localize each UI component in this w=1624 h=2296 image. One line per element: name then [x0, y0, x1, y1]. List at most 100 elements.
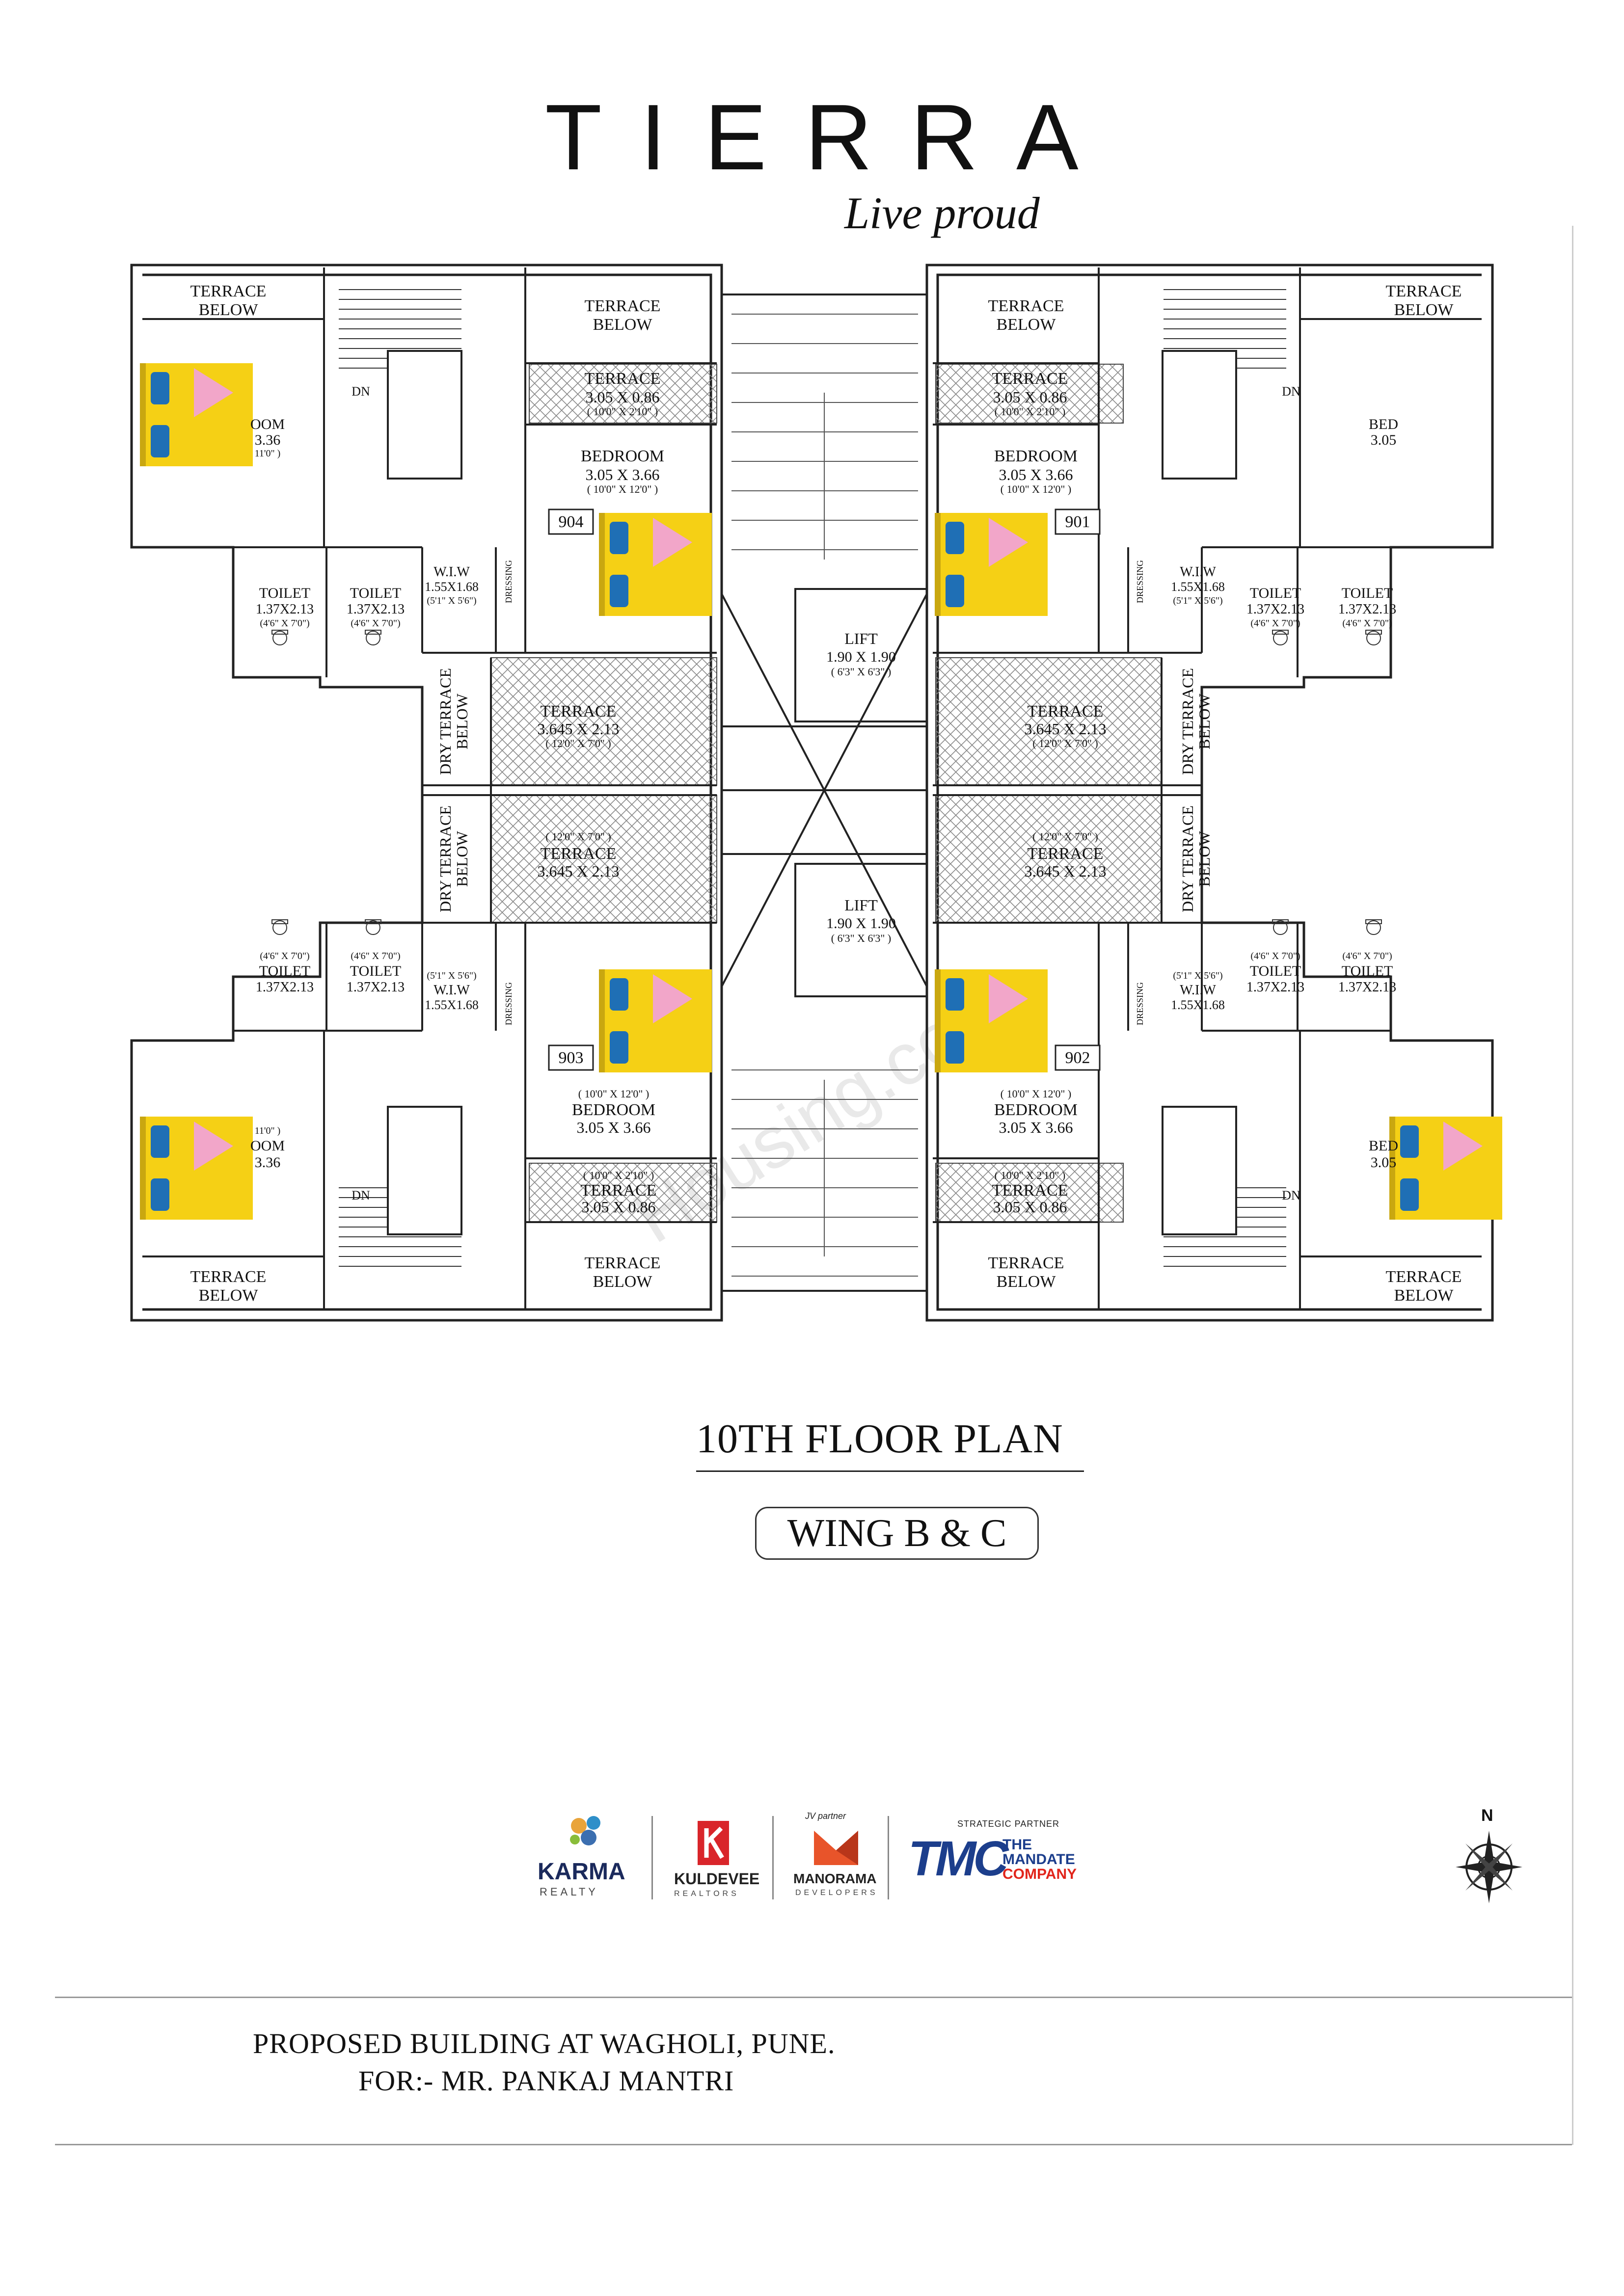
label-bedroom-dim-904: 3.05 X 3.66 — [585, 466, 659, 483]
label-terrace-large-ft-tr: ( 12'0" X 7'0" ) — [1032, 737, 1098, 749]
label-bedroom-901: BEDROOM — [994, 447, 1078, 465]
label-unit-904: 904 — [559, 513, 584, 531]
label-toilet-dim-tl-b: 1.37X2.13 — [347, 602, 405, 617]
label-toilet-bl-b: TOILET — [350, 963, 401, 979]
mandate-line-1: THE — [1002, 1837, 1032, 1853]
label-terrace-below-tl-1: TERRACE — [190, 282, 267, 300]
label-terrace-below-bc-1: TERRACE — [585, 1254, 661, 1272]
label-lift-dim-1: 1.90 X 1.90 — [826, 649, 896, 665]
label-terrace-large-bl: TERRACE — [541, 845, 617, 863]
label-toilet-dim-br-b: 1.37X2.13 — [1338, 980, 1396, 995]
label-dry-terrace-tr-1: DRY TERRACE — [1179, 668, 1196, 775]
manorama-name: MANORAMA — [793, 1871, 877, 1886]
label-wiw-tr: W.I.W — [1180, 564, 1216, 580]
page-border-right — [1572, 226, 1573, 2145]
label-terrace-dim-br: 3.05 X 0.86 — [993, 1198, 1067, 1216]
label-wiw-dim-br: 1.55X1.68 — [1171, 998, 1225, 1012]
label-bedroom-dim-partial-br: 3.05 — [1371, 1154, 1397, 1171]
label-toilet-ft-tr-b: (4'6" X 7'0") — [1342, 618, 1392, 629]
label-bedroom-partial-br: BED — [1369, 1138, 1398, 1154]
label-terrace-large-dim-tl: 3.645 X 2.13 — [537, 720, 619, 738]
label-wiw-dim-tl: 1.55X1.68 — [425, 580, 479, 594]
label-toilet-tr-b: TOILET — [1342, 585, 1393, 601]
plan-title-underline — [696, 1470, 1084, 1472]
tmc-mark: TMC — [908, 1831, 1009, 1886]
kuldevee-sub: REALTORS — [674, 1890, 739, 1898]
label-terrace-below-tc2-2: BELOW — [997, 316, 1056, 334]
label-terrace-large-dim-br: 3.645 X 2.13 — [1024, 862, 1106, 880]
label-terrace-bl: TERRACE — [581, 1181, 657, 1200]
label-toilet-tr-a: TOILET — [1250, 585, 1301, 601]
label-bedroom-dim-901: 3.05 X 3.66 — [999, 466, 1073, 483]
label-toilet-ft-br-b: (4'6" X 7'0") — [1342, 951, 1392, 961]
manorama-logo: JV partner MANORAMA DEVELOPERS — [790, 1811, 879, 1904]
label-dressing-tr: DRESSING — [1135, 560, 1145, 603]
label-bedroom-partial-tr: BED — [1369, 416, 1398, 432]
label-dressing-br: DRESSING — [1135, 982, 1145, 1025]
label-toilet-dim-tl-a: 1.37X2.13 — [256, 602, 314, 617]
label-terrace-below-tc-1: TERRACE — [585, 297, 661, 315]
label-bedroom-dim-902: 3.05 X 3.66 — [999, 1119, 1073, 1136]
the-mandate-company-logo: STRATEGIC PARTNER TMC THE MANDATE COMPAN… — [908, 1811, 1095, 1904]
label-lift-1: LIFT — [844, 630, 878, 647]
label-bedroom-partial-tl: OOM — [250, 416, 285, 432]
label-wiw-ft-tr: (5'1" X 5'6") — [1173, 595, 1222, 606]
mandate-line-2: MANDATE — [1002, 1851, 1075, 1868]
label-wiw-ft-tl: (5'1" X 5'6") — [427, 595, 476, 606]
label-terrace-below-tc2-1: TERRACE — [988, 297, 1064, 315]
label-dressing-bl: DRESSING — [504, 982, 514, 1025]
label-dry-terrace-bl-1: DRY TERRACE — [436, 805, 454, 912]
label-toilet-ft-tl-a: (4'6" X 7'0") — [260, 618, 309, 629]
footer-divider-bottom — [55, 2144, 1572, 2145]
plan-title: 10TH FLOOR PLAN — [696, 1416, 1063, 1462]
label-toilet-ft-br-a: (4'6" X 7'0") — [1250, 951, 1300, 961]
label-terrace-ft-bl: ( 10'0" X 2'10" ) — [583, 1169, 654, 1181]
label-toilet-ft-tl-b: (4'6" X 7'0") — [351, 618, 400, 629]
label-terrace-below-bc2-2: BELOW — [997, 1273, 1056, 1291]
mandate-line-3: COMPANY — [1002, 1866, 1077, 1882]
karma-swirl-icon — [570, 1816, 600, 1845]
label-dry-terrace-br-2: BELOW — [1195, 830, 1213, 887]
karma-name: KARMA — [538, 1859, 625, 1885]
logo-divider — [772, 1816, 774, 1899]
label-dry-terrace-br-1: DRY TERRACE — [1179, 805, 1196, 912]
label-terrace-large-dim-tr: 3.645 X 2.13 — [1024, 720, 1106, 738]
label-bedroom-ft-partial-tl: 11'0" ) — [255, 448, 281, 459]
label-terrace-large-ft-bl: ( 12'0" X 7'0" ) — [545, 830, 611, 843]
footer-project-line: PROPOSED BUILDING AT WAGHOLI, PUNE. — [253, 2028, 836, 2059]
label-bedroom-dim-903: 3.05 X 3.66 — [576, 1119, 650, 1136]
logo-divider — [888, 1816, 889, 1899]
label-toilet-tl-b: TOILET — [350, 585, 401, 601]
logo-divider — [651, 1816, 653, 1899]
label-terrace-below-br-1: TERRACE — [1386, 1268, 1462, 1286]
label-wiw-bl: W.I.W — [433, 983, 470, 998]
compass-rose-icon — [1456, 1831, 1522, 1903]
kuldevee-name: KULDEVEE — [674, 1870, 760, 1888]
label-dry-terrace-tr-2: BELOW — [1195, 693, 1213, 749]
label-terrace-ft-br: ( 10'0" X 2'10" ) — [995, 1169, 1065, 1181]
label-wiw-ft-bl: (5'1" X 5'6") — [427, 970, 476, 981]
label-terrace-below-bl-2: BELOW — [199, 1286, 259, 1305]
label-dry-terrace-tl-1: DRY TERRACE — [436, 668, 454, 775]
label-lift-2: LIFT — [844, 896, 878, 914]
label-terrace-tl: TERRACE — [585, 370, 661, 388]
label-toilet-dim-tr-b: 1.37X2.13 — [1338, 602, 1396, 617]
label-terrace-dim-tl: 3.05 X 0.86 — [585, 388, 659, 406]
label-terrace-below-bl-1: TERRACE — [190, 1268, 267, 1286]
label-bedroom-ft-901: ( 10'0" X 12'0" ) — [1001, 483, 1071, 495]
label-bedroom-ft-903: ( 10'0" X 12'0" ) — [578, 1088, 649, 1100]
strategic-partner-label: STRATEGIC PARTNER — [957, 1819, 1060, 1829]
brand-tagline: Live proud — [844, 188, 1040, 238]
label-dn-tl: DN — [352, 384, 370, 399]
label-unit-902: 902 — [1065, 1049, 1090, 1067]
label-terrace-dim-tr: 3.05 X 0.86 — [993, 388, 1067, 406]
label-terrace-br: TERRACE — [992, 1181, 1068, 1200]
label-bedroom-partial-bl: OOM — [250, 1138, 285, 1154]
label-terrace-below-tr-1: TERRACE — [1386, 282, 1462, 300]
jv-partner-label: JV partner — [805, 1811, 846, 1821]
manorama-mark-icon — [814, 1831, 858, 1865]
label-toilet-bl-a: TOILET — [259, 963, 310, 979]
label-wiw-ft-br: (5'1" X 5'6") — [1173, 970, 1222, 981]
label-terrace-ft-tl: ( 10'0" X 2'10" ) — [587, 405, 658, 418]
karma-realty-logo: KARMA REALTY — [538, 1811, 636, 1904]
